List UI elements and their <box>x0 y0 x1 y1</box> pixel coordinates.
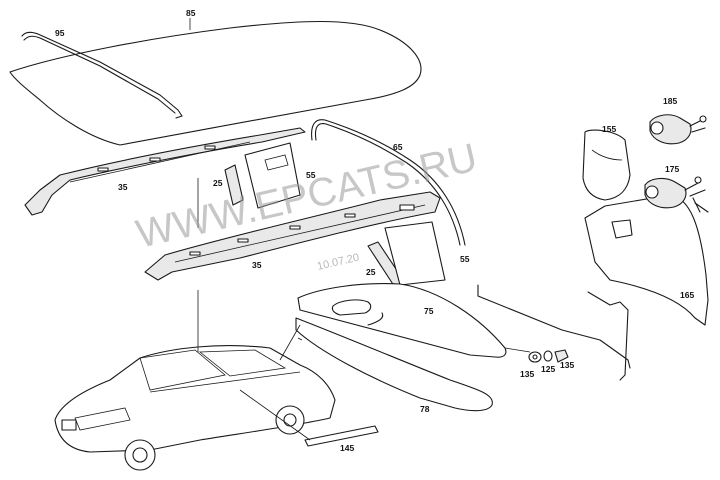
side-panel-lower <box>384 221 446 286</box>
floor-mat <box>584 194 709 326</box>
lock-cylinder-175 <box>644 176 709 213</box>
clip-135-left-hole <box>532 354 538 360</box>
frame-clip <box>204 145 216 150</box>
nut-135-right <box>554 349 569 363</box>
washer-125 <box>543 350 553 362</box>
cover-outline <box>477 284 631 381</box>
part-label-165: 165 <box>680 290 694 300</box>
frame-clip <box>149 157 161 162</box>
part-label-78: 78 <box>420 404 430 414</box>
roof-frame-front <box>24 127 306 216</box>
frame-clip <box>97 167 109 172</box>
roof-panel <box>9 20 422 146</box>
door-seal <box>311 119 466 246</box>
part-label-55-upper: 55 <box>306 170 316 180</box>
trim-board-lower <box>295 317 493 412</box>
headliner-clip <box>237 238 249 243</box>
part-label-25-lower: 25 <box>366 267 376 277</box>
drip-rail-strip <box>21 31 183 119</box>
part-label-95: 95 <box>55 28 65 38</box>
car-rear-wheel-hub <box>283 413 297 427</box>
sill-strip <box>304 425 379 447</box>
watermark-date: 10.07.20 <box>316 252 360 273</box>
leader-lines <box>197 178 531 441</box>
pillar-trim-upper <box>224 164 244 206</box>
part-label-135-right: 135 <box>560 360 574 370</box>
headliner-clip <box>399 204 415 211</box>
part-label-35-upper: 35 <box>118 182 128 192</box>
car-front-wheel-hub <box>132 447 148 463</box>
headliner-clip <box>344 213 356 218</box>
part-label-135-left: 135 <box>520 369 534 379</box>
fastener-group <box>528 349 569 363</box>
headliner-clip <box>289 225 301 230</box>
cover-bag <box>582 129 631 201</box>
part-label-75: 75 <box>424 306 434 316</box>
part-label-35-lower: 35 <box>252 260 262 270</box>
headliner-clip <box>189 251 201 256</box>
side-panel-upper <box>244 142 301 209</box>
trim-board <box>297 283 507 358</box>
car-illustration <box>54 345 336 471</box>
part-label-155: 155 <box>602 124 616 134</box>
part-label-85: 85 <box>186 8 196 18</box>
part-label-175: 175 <box>665 164 679 174</box>
part-label-185: 185 <box>663 96 677 106</box>
part-label-25-upper: 25 <box>213 178 223 188</box>
part-label-125: 125 <box>541 364 555 374</box>
car-headlight <box>61 419 77 431</box>
headliner-panel <box>144 191 441 281</box>
lock-cylinder-185 <box>649 114 707 145</box>
part-label-55-lower: 55 <box>460 254 470 264</box>
part-label-145: 145 <box>340 443 354 453</box>
part-label-65: 65 <box>393 142 403 152</box>
